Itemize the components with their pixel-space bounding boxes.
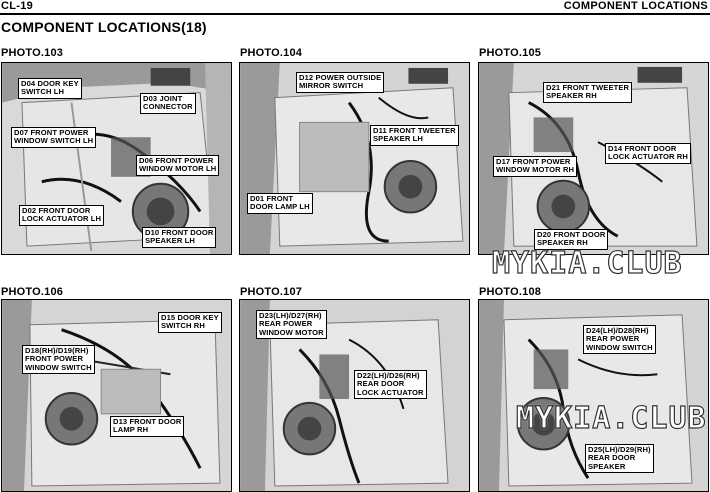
callout-d10: D10 FRONT DOOR SPEAKER LH <box>142 227 217 248</box>
page-title: COMPONENT LOCATIONS(18) <box>1 19 207 35</box>
callout-d15: D15 DOOR KEY SWITCH RH <box>158 312 222 333</box>
callout-d01: D01 FRONT DOOR LAMP LH <box>247 193 313 214</box>
callout-d22-d26: D22(LH)/D26(RH) REAR DOOR LOCK ACTUATOR <box>354 370 427 400</box>
photo-107-label: PHOTO.107 <box>240 286 303 298</box>
page-code: CL-19 <box>1 0 34 12</box>
callout-d20: D20 FRONT DOOR SPEAKER RH <box>534 229 609 250</box>
callout-d07: D07 FRONT POWER WINDOW SWITCH LH <box>11 127 97 148</box>
photo-106-label: PHOTO.106 <box>1 286 64 298</box>
callout-d12: D12 POWER OUTSIDE MIRROR SWITCH <box>296 72 385 93</box>
photo-103-label: PHOTO.103 <box>1 47 64 59</box>
photo-108: D24(LH)/D28(RH) REAR POWER WINDOW SWITCH… <box>478 299 709 492</box>
callout-d17: D17 FRONT POWER WINDOW MOTOR RH <box>493 156 578 177</box>
photo-103: D04 DOOR KEY SWITCH LH D03 JOINT CONNECT… <box>1 62 232 255</box>
header-rule <box>0 13 710 15</box>
photo-108-label: PHOTO.108 <box>479 286 542 298</box>
callout-d21: D21 FRONT TWEETER SPEAKER RH <box>543 82 633 103</box>
callout-d23-d27: D23(LH)/D27(RH) REAR POWER WINDOW MOTOR <box>256 310 327 340</box>
callout-d13: D13 FRONT DOOR LAMP RH <box>110 416 185 437</box>
photo-104: D12 POWER OUTSIDE MIRROR SWITCH D11 FRON… <box>239 62 470 255</box>
watermark: MYKIA.CLUB <box>515 400 707 436</box>
photo-105-label: PHOTO.105 <box>479 47 542 59</box>
photo-106: D15 DOOR KEY SWITCH RH D18(RH)/D19(RH) F… <box>1 299 232 492</box>
callout-d11: D11 FRONT TWEETER SPEAKER LH <box>370 125 459 146</box>
callout-d02: D02 FRONT DOOR LOCK ACTUATOR LH <box>19 205 105 226</box>
watermark: MYKIA.CLUB <box>491 245 683 281</box>
callout-d24-d28: D24(LH)/D28(RH) REAR POWER WINDOW SWITCH <box>583 325 656 355</box>
section-name: COMPONENT LOCATIONS <box>563 0 708 12</box>
callout-d18-d19: D18(RH)/D19(RH) FRONT POWER WINDOW SWITC… <box>22 345 95 375</box>
callout-d03: D03 JOINT CONNECTOR <box>140 93 196 114</box>
photo-105: D21 FRONT TWEETER SPEAKER RH D14 FRONT D… <box>478 62 709 255</box>
page-header: CL-19 COMPONENT LOCATIONS <box>0 0 710 13</box>
callout-d06: D06 FRONT POWER WINDOW MOTOR LH <box>136 155 220 176</box>
callout-d25-d29: D25(LH)/D29(RH) REAR DOOR SPEAKER <box>585 444 654 474</box>
photo-104-label: PHOTO.104 <box>240 47 303 59</box>
callout-d04: D04 DOOR KEY SWITCH LH <box>18 78 82 99</box>
photo-107: D23(LH)/D27(RH) REAR POWER WINDOW MOTOR … <box>239 299 470 492</box>
callout-d14: D14 FRONT DOOR LOCK ACTUATOR RH <box>605 143 691 164</box>
